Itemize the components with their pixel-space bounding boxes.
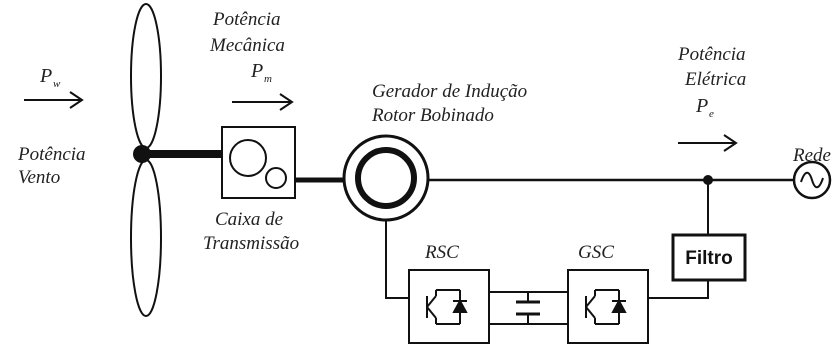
mechanical-power-symbol: P [250,60,263,82]
mechanical-power-arrow [232,93,294,111]
generator-label-line1: Gerador de Indução [372,81,527,102]
wind-power-label-line2: Vento [18,167,60,188]
igbt-icon [585,289,627,325]
turbine-blade-upper [130,3,162,149]
rsc-box [408,269,490,344]
rsc-label: RSC [424,242,459,263]
gearbox-label-line1: Caixa de [215,209,283,230]
gearbox [221,126,296,199]
sine-wave-icon [800,171,824,189]
mechanical-power-label-line1: Potência [212,9,281,30]
turbine-blades [130,3,162,317]
generator-label-line2: Rotor Bobinado [371,105,494,126]
dc-link [489,291,568,325]
igbt-icon [426,289,468,325]
electrical-power-symbol: P [695,95,708,117]
electrical-power-label-line2: Elétrica [684,69,746,90]
gearbox-large-gear [229,139,267,177]
grid-side-converter [567,269,649,344]
gsc-label: GSC [578,242,614,263]
gearbox-label-line2: Transmissão [203,233,299,254]
gsc-box [567,269,649,344]
wind-power-label-line1: Potência [17,144,86,165]
generator-rotor [355,147,417,209]
grid-label: Rede [792,145,831,166]
wind-power-arrow [24,91,84,109]
rotor-to-rsc-line [385,220,409,299]
grid-ac-source [792,160,832,200]
wind-power-subscript: w [53,78,61,90]
wind-power-symbol: P [39,65,52,87]
gearbox-small-gear [265,167,287,189]
filter-box [671,233,747,282]
filter-block: Filtro [671,233,747,282]
electrical-power-subscript: e [709,108,714,120]
rotor-side-converter [408,269,490,344]
electrical-power-arrow [678,134,738,152]
filter-label: Filtro [685,248,733,269]
gsc-to-filter-line [648,280,709,299]
mechanical-power-subscript: m [264,73,272,85]
turbine-blade-lower [130,159,162,317]
electrical-power-label-line1: Potência [677,44,746,65]
mechanical-power-label-line2: Mecânica [209,35,285,56]
induction-generator [342,134,430,222]
